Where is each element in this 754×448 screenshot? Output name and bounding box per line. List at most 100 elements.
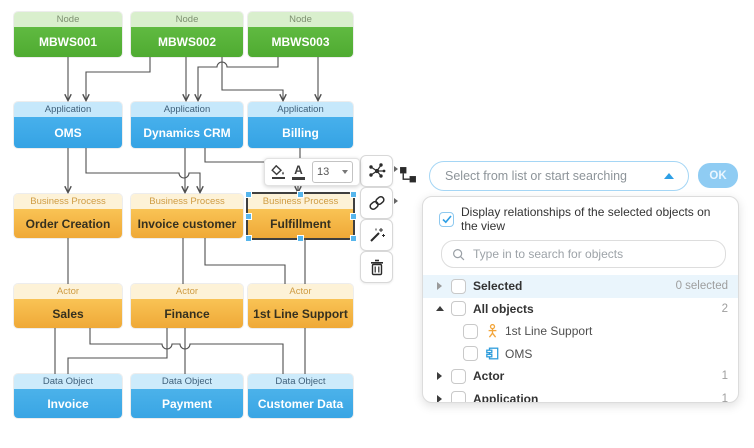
- paint-bucket-icon: [271, 164, 284, 176]
- box-type-label: Data Object: [14, 374, 122, 389]
- box-name-label: Dynamics CRM: [131, 117, 243, 148]
- object-search[interactable]: [441, 240, 726, 268]
- magic-wand-button[interactable]: [360, 219, 393, 251]
- flyout-arrow-icon: [394, 166, 398, 172]
- row-checkbox[interactable]: [463, 323, 478, 339]
- trash-icon: [370, 259, 383, 275]
- diagram-box-finance[interactable]: Actor Finance: [131, 284, 243, 328]
- delete-button[interactable]: [360, 251, 393, 283]
- expand-icon[interactable]: [433, 372, 446, 381]
- row-checkbox[interactable]: [451, 368, 466, 384]
- ok-button[interactable]: OK: [698, 163, 738, 188]
- box-type-label: Data Object: [248, 374, 353, 389]
- display-relationships-checkbox[interactable]: [439, 211, 454, 227]
- diagram-box-order-creation[interactable]: Business Process Order Creation: [14, 194, 122, 238]
- tree-row-application[interactable]: Application 1: [423, 388, 738, 403]
- box-name-label: Finance: [131, 299, 243, 328]
- selection-handle[interactable]: [245, 235, 252, 242]
- box-type-label: Data Object: [131, 374, 243, 389]
- box-name-label: MBWS002: [131, 27, 243, 57]
- diagram-box-payment[interactable]: Data Object Payment: [131, 374, 243, 418]
- diagram-box-fulfillment[interactable]: Business Process Fulfillment: [248, 194, 353, 238]
- row-label: Application: [473, 391, 539, 403]
- box-name-label: OMS: [14, 117, 122, 148]
- box-type-label: Node: [248, 12, 353, 27]
- check-icon: [441, 214, 452, 223]
- tree-row-1st-line-support[interactable]: 1st Line Support: [423, 320, 738, 343]
- tree-row-actor[interactable]: Actor 1: [423, 365, 738, 388]
- row-checkbox[interactable]: [451, 278, 466, 294]
- row-label: Selected: [473, 279, 523, 294]
- row-count: 1: [721, 392, 728, 403]
- font-size-value: 13: [317, 166, 330, 178]
- row-label: 1st Line Support: [505, 324, 593, 339]
- diagram-box-dynamics-crm[interactable]: Application Dynamics CRM: [131, 102, 243, 148]
- selection-handle[interactable]: [350, 191, 357, 198]
- flyout-arrow-icon: [394, 198, 398, 204]
- diagram-box-mbws002[interactable]: Node MBWS002: [131, 12, 243, 57]
- box-name-label: Order Creation: [14, 209, 122, 238]
- box-type-label: Actor: [14, 284, 122, 299]
- diagram-box-mbws001[interactable]: Node MBWS001: [14, 12, 122, 57]
- row-count: 2: [721, 302, 728, 315]
- box-type-label: Actor: [248, 284, 353, 299]
- selection-handle[interactable]: [297, 191, 304, 198]
- diagram-box-invoice-customer[interactable]: Business Process Invoice customer: [131, 194, 243, 238]
- diagram-box-billing[interactable]: Application Billing: [248, 102, 353, 148]
- expand-icon[interactable]: [433, 282, 446, 291]
- text-color-button[interactable]: A: [292, 164, 305, 180]
- box-name-label: Fulfillment: [248, 209, 353, 238]
- row-checkbox[interactable]: [451, 391, 466, 402]
- relationships-button[interactable]: [360, 155, 393, 187]
- chevron-down-icon: [342, 170, 348, 174]
- selection-handle[interactable]: [350, 213, 357, 220]
- row-checkbox[interactable]: [463, 346, 478, 362]
- diagram-box-oms[interactable]: Application OMS: [14, 102, 122, 148]
- object-search-input[interactable]: [471, 246, 715, 262]
- diagram-box-customer-data[interactable]: Data Object Customer Data: [248, 374, 353, 418]
- box-name-label: Sales: [14, 299, 122, 328]
- row-count: 1: [721, 370, 728, 383]
- box-type-label: Application: [131, 102, 243, 117]
- expand-icon[interactable]: [433, 394, 446, 402]
- diagram-box-sales[interactable]: Actor Sales: [14, 284, 122, 328]
- tree-row-all-objects[interactable]: All objects 2: [423, 298, 738, 321]
- application-icon: [485, 347, 500, 360]
- box-name-label: 1st Line Support: [248, 299, 353, 328]
- row-label: All objects: [473, 301, 534, 316]
- format-toolbar: A 13: [264, 158, 360, 186]
- object-select-dropdown[interactable]: [429, 161, 689, 191]
- hierarchy-icon: [400, 167, 416, 183]
- row-label: Actor: [473, 369, 505, 384]
- diagram-box-1st-line-support[interactable]: Actor 1st Line Support: [248, 284, 353, 328]
- diagram-box-mbws003[interactable]: Node MBWS003: [248, 12, 353, 57]
- relationships-icon: [368, 163, 385, 178]
- font-size-select[interactable]: 13: [312, 161, 353, 183]
- collapse-icon[interactable]: [433, 306, 446, 312]
- box-type-label: Business Process: [248, 194, 353, 209]
- box-type-label: Node: [14, 12, 122, 27]
- box-type-label: Application: [14, 102, 122, 117]
- tree-row-oms[interactable]: OMS: [423, 343, 738, 366]
- selection-handle[interactable]: [297, 235, 304, 242]
- link-button[interactable]: [360, 187, 393, 219]
- dropdown-collapse-icon[interactable]: [664, 173, 674, 179]
- selection-handle[interactable]: [245, 213, 252, 220]
- box-name-label: MBWS001: [14, 27, 122, 57]
- row-count: 0 selected: [675, 280, 728, 293]
- fill-color-button[interactable]: [271, 164, 285, 180]
- display-relationships-label: Display relationships of the selected ob…: [461, 205, 711, 233]
- diagram-box-invoice[interactable]: Data Object Invoice: [14, 374, 122, 418]
- actor-icon: [485, 324, 500, 338]
- selection-handle[interactable]: [350, 235, 357, 242]
- box-type-label: Node: [131, 12, 243, 27]
- object-select-input[interactable]: [443, 168, 664, 184]
- box-type-label: Actor: [131, 284, 243, 299]
- tree-row-selected[interactable]: Selected 0 selected: [423, 275, 738, 298]
- box-name-label: MBWS003: [248, 27, 353, 57]
- box-type-label: Business Process: [14, 194, 122, 209]
- selection-handle[interactable]: [245, 191, 252, 198]
- row-checkbox[interactable]: [451, 301, 466, 317]
- box-name-label: Payment: [131, 389, 243, 418]
